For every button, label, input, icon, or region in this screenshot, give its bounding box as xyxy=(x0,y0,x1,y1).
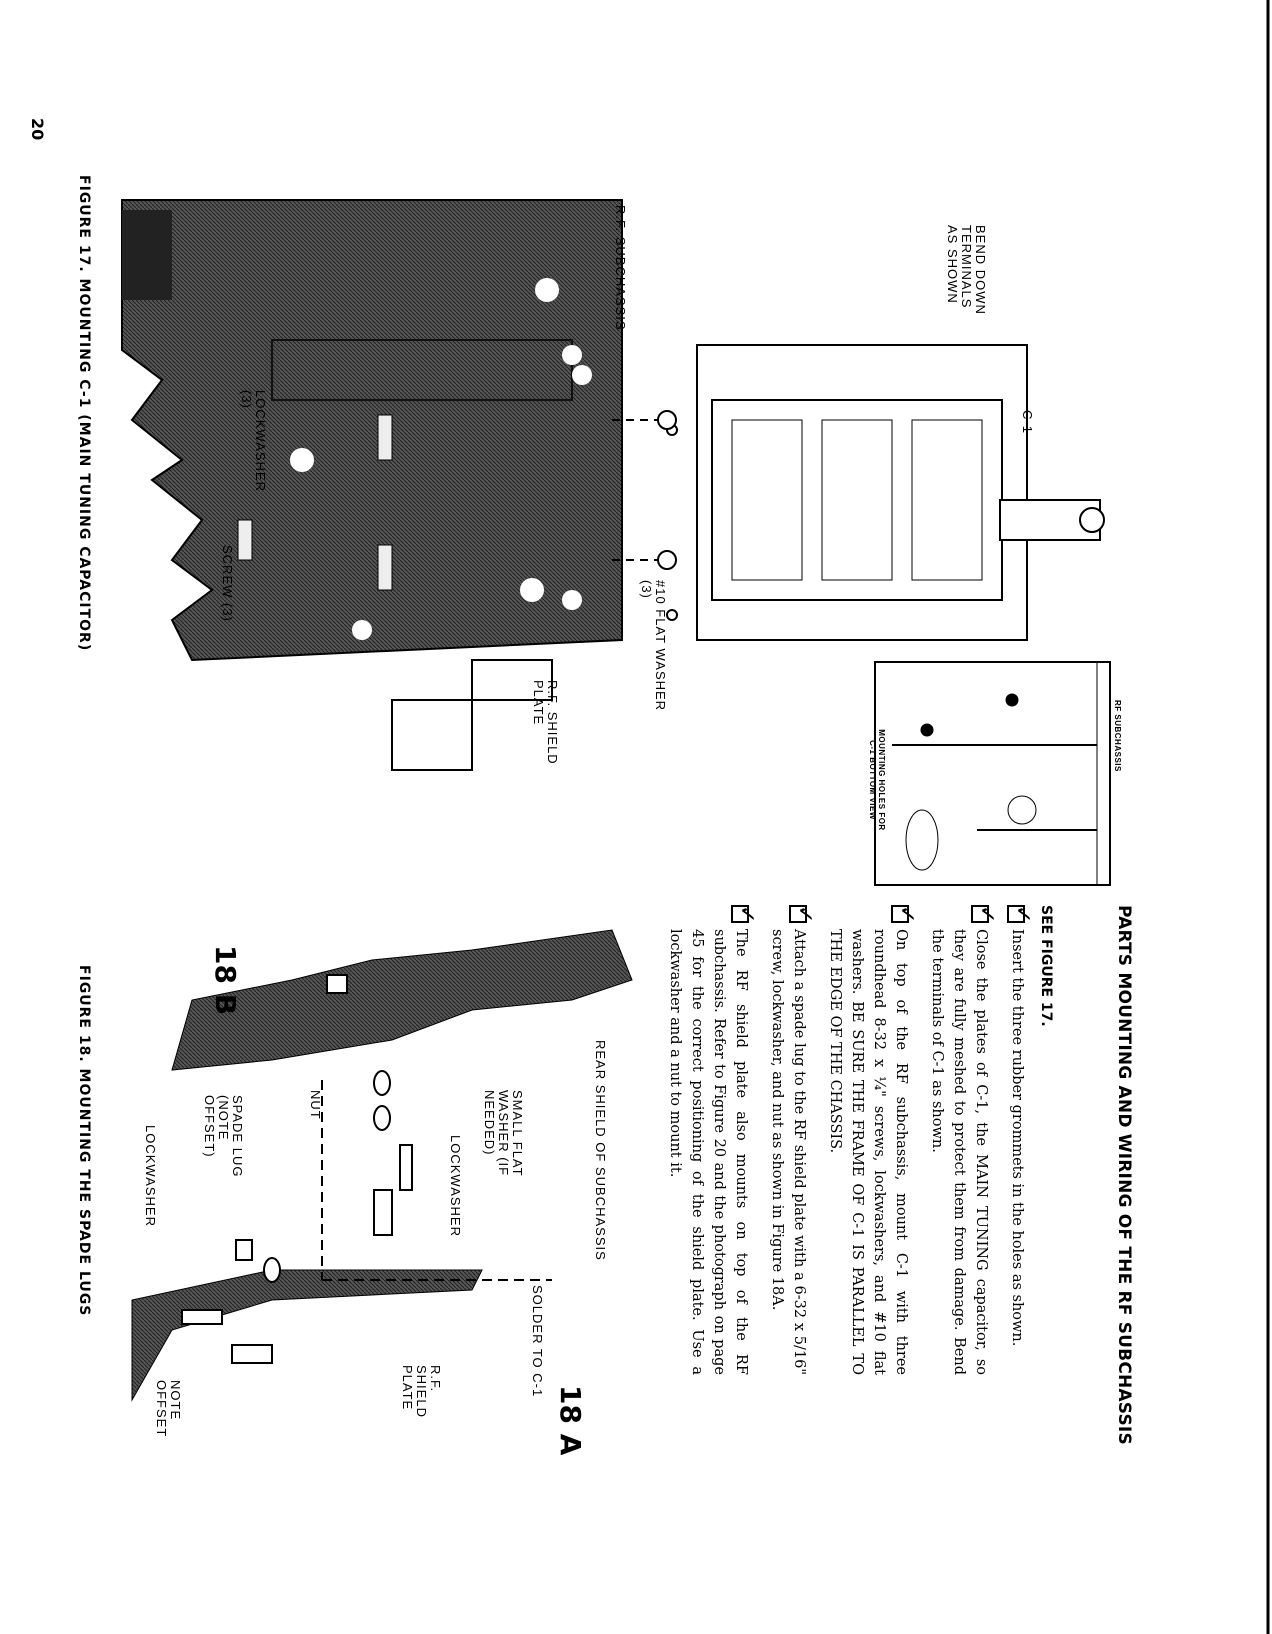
label-note-offset: NOTE OFFSET xyxy=(154,1380,183,1438)
page-number: 20 xyxy=(28,118,47,141)
hardware-drawing xyxy=(181,974,552,1364)
label-lockwasher-a: LOCKWASHER xyxy=(448,1135,463,1237)
step-text: Attach a spade lug to the RF shield plat… xyxy=(769,929,807,1375)
step-text: On top of the RF subchassis, mount C-1 w… xyxy=(827,929,909,1375)
check-icon: ✓ xyxy=(734,905,759,924)
checkbox[interactable]: ✓ xyxy=(971,905,999,923)
step-text: Close the plates of C-1, the MAIN TUNING… xyxy=(929,929,989,1375)
check-icon: ✓ xyxy=(1010,905,1035,924)
checkbox[interactable]: ✓ xyxy=(731,905,759,923)
step-item: ✓ Close the plates of C-1, the MAIN TUNIN… xyxy=(926,905,999,1375)
label-lockwasher-b: LOCKWASHER xyxy=(143,1125,158,1227)
label-screw: SCREW (3) xyxy=(220,545,235,622)
label-small-washer: SMALL FLAT WASHER (IF NEEDED) xyxy=(482,1090,525,1177)
check-icon: ✓ xyxy=(792,905,817,924)
checkbox[interactable]: ✓ xyxy=(1007,905,1035,923)
inset-bottom-view xyxy=(874,661,1111,886)
rf-subchassis-drawing xyxy=(121,199,623,771)
instructions-column: PARTS MOUNTING AND WIRING OF THE RF SUBC… xyxy=(650,905,1134,1445)
step-item: ✓ Attach a spade lug to the RF shield pla… xyxy=(766,905,817,1375)
label-rf-subchassis: R.F. SUBCHASSIS xyxy=(613,205,628,331)
checkbox[interactable]: ✓ xyxy=(789,905,817,923)
check-icon: ✓ xyxy=(974,905,999,924)
label-lockwasher: LOCKWASHER (3) xyxy=(239,390,268,492)
inset-caption: MOUNTING HOLES FOR C-1 BOTTOM VIEW xyxy=(868,729,886,831)
section-title: PARTS MOUNTING AND WIRING OF THE RF SUBC… xyxy=(1114,905,1134,1445)
label-18a: 18 A xyxy=(554,1385,587,1456)
label-rear-shield: REAR SHIELD OF SUBCHASSIS xyxy=(593,1040,608,1261)
figure18-caption: FIGURE 18. MOUNTING THE SPADE LUGS xyxy=(76,965,92,1317)
label-flat-washer: #10 FLAT WASHER (3) xyxy=(639,580,668,712)
label-solder: SOLDER TO C-1 xyxy=(530,1285,545,1398)
figure17-caption: FIGURE 17. MOUNTING C-1 (MAIN TUNING CAP… xyxy=(76,175,92,652)
step-text: The RF shield plate also mounts on top o… xyxy=(667,929,749,1375)
step-item: ✓ The RF shield plate also mounts on top … xyxy=(664,905,759,1375)
label-shield-plate: R.F. SHIELD PLATE xyxy=(531,680,560,765)
label-c1: C-1 xyxy=(1020,410,1035,434)
step-item: ✓ Insert the three rubber grommets in the… xyxy=(1006,905,1035,1375)
rear-shield-drawing xyxy=(171,929,633,1071)
shield-plate-drawing xyxy=(131,1269,483,1402)
label-spade-lug: SPADE LUG (NOTE OFFSET) xyxy=(202,1095,245,1178)
step-item: ✓ On top of the RF subchassis, mount C-1 … xyxy=(824,905,919,1375)
see-figure-ref: SEE FIGURE 17. xyxy=(1038,905,1054,1027)
capacitor-c1-drawing xyxy=(610,344,1105,641)
step-text: Insert the three rubber grommets in the … xyxy=(1009,929,1025,1347)
label-18b: 18 B xyxy=(209,945,242,1016)
label-nut: NUT xyxy=(308,1090,323,1120)
inset-title: RF SUBCHASSIS xyxy=(1113,700,1122,772)
label-bend-terminals: BEND DOWN TERMINALS AS SHOWN xyxy=(945,225,988,315)
label-rf-shield-plate: R.F. SHIELD PLATE xyxy=(400,1365,443,1418)
check-icon: ✓ xyxy=(894,905,919,924)
checkbox[interactable]: ✓ xyxy=(891,905,919,923)
